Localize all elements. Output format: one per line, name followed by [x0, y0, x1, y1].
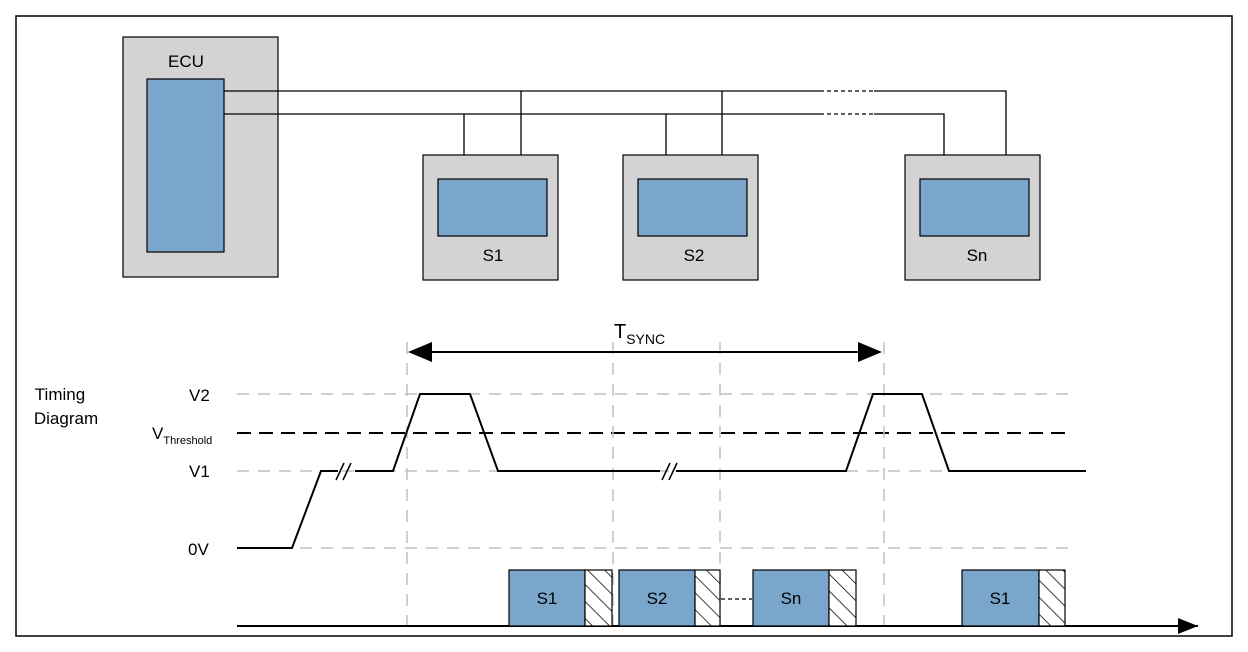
vthreshold-label: VThreshold [152, 424, 212, 447]
sensor-sn: Sn [904, 154, 1041, 281]
tsync-label: TSYNC [614, 321, 665, 347]
time-axis-arrowhead [1178, 618, 1198, 634]
sensor-s2: S2 [622, 154, 759, 281]
sensor-s1: S1 [422, 154, 559, 281]
ecu-chip [146, 78, 225, 253]
slot-sn-hatch [828, 569, 857, 627]
slot-s1-repeat: S1 [961, 569, 1066, 627]
sensor-sn-chip [919, 178, 1030, 237]
slot-s1-repeat-hatch [1038, 569, 1066, 627]
slot-s2-hatch [694, 569, 721, 627]
signal-waveform [237, 393, 1086, 549]
bus-wires [224, 90, 1007, 179]
slot-sn: Sn [752, 569, 857, 627]
timing-diagram-label-line2: Diagram [34, 409, 98, 428]
zero-volt-label: 0V [188, 540, 209, 559]
diagram-frame [15, 15, 1233, 637]
sensor-sn-label: Sn [967, 246, 988, 265]
slot-s2: S2 [618, 569, 721, 627]
slot-s1: S1 [508, 569, 613, 627]
sensor-s2-label: S2 [684, 246, 705, 265]
timing-diagram-label-line1: Timing [35, 385, 85, 404]
v2-label: V2 [189, 386, 210, 405]
slot-sn-label: Sn [781, 589, 802, 608]
sensor-s1-chip [437, 178, 548, 237]
sensor-s1-label: S1 [483, 246, 504, 265]
slot-s1-hatch [584, 569, 613, 627]
voltage-reference-lines [237, 393, 1072, 549]
sensor-s2-chip [637, 178, 748, 237]
ecu-block: ECU [122, 36, 279, 278]
break-marks [335, 462, 678, 481]
ecu-label: ECU [168, 52, 204, 71]
slot-s1-repeat-label: S1 [990, 589, 1011, 608]
slot-s1-label: S1 [537, 589, 558, 608]
slot-s2-label: S2 [647, 589, 668, 608]
v1-label: V1 [189, 462, 210, 481]
